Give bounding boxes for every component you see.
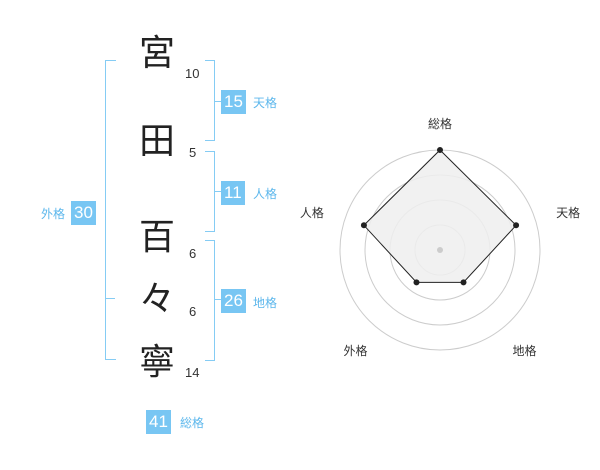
radar-point-5 — [360, 222, 367, 229]
radar-center-dot — [437, 247, 443, 253]
tenkaku-score: 15 — [221, 90, 246, 114]
stroke-count-5: 14 — [185, 365, 200, 380]
name-char-3: 百 — [138, 217, 175, 258]
gaikaku-bracket-tick — [105, 298, 115, 299]
jinkaku-score: 11 — [221, 181, 245, 205]
radar-axis-label: 地格 — [513, 343, 537, 358]
name-char-5: 寧 — [138, 342, 175, 383]
radar-polygon — [363, 149, 517, 283]
jinkaku-label: 人格 — [253, 187, 278, 201]
chikaku-bracket-tick — [214, 299, 221, 300]
tenkaku-label: 天格 — [253, 96, 278, 110]
gaikaku-label: 外格 — [41, 207, 66, 221]
soukaku-label: 総格 — [180, 416, 205, 430]
radar-points — [360, 147, 520, 286]
chikaku-score: 26 — [221, 289, 246, 313]
radar-point-3 — [460, 279, 467, 286]
soukaku-score: 41 — [146, 410, 171, 434]
radar-point-2 — [513, 222, 520, 229]
stroke-count-4: 6 — [189, 304, 197, 319]
radar-point-1 — [437, 147, 443, 153]
chikaku-label: 地格 — [253, 296, 278, 310]
name-char-1: 宮 — [138, 33, 175, 74]
jinkaku-bracket-tick — [214, 191, 221, 192]
tenkaku-bracket — [205, 60, 215, 141]
stroke-count-3: 6 — [189, 246, 197, 261]
stroke-count-2: 5 — [189, 145, 197, 160]
radar-axis-label: 人格 — [300, 205, 324, 220]
stroke-count-1: 10 — [185, 66, 200, 81]
tenkaku-bracket-tick — [214, 101, 221, 102]
radar-axis-label: 天格 — [556, 205, 580, 220]
radar-axis-label: 総格 — [428, 116, 452, 131]
gaikaku-bracket — [105, 60, 116, 360]
gaikaku-score: 30 — [71, 201, 96, 225]
radar-axis-label: 外格 — [343, 343, 367, 358]
name-char-2: 田 — [138, 121, 175, 162]
chikaku-bracket — [205, 240, 215, 361]
name-char-4: 々 — [138, 279, 175, 320]
radar-point-4 — [413, 279, 420, 286]
